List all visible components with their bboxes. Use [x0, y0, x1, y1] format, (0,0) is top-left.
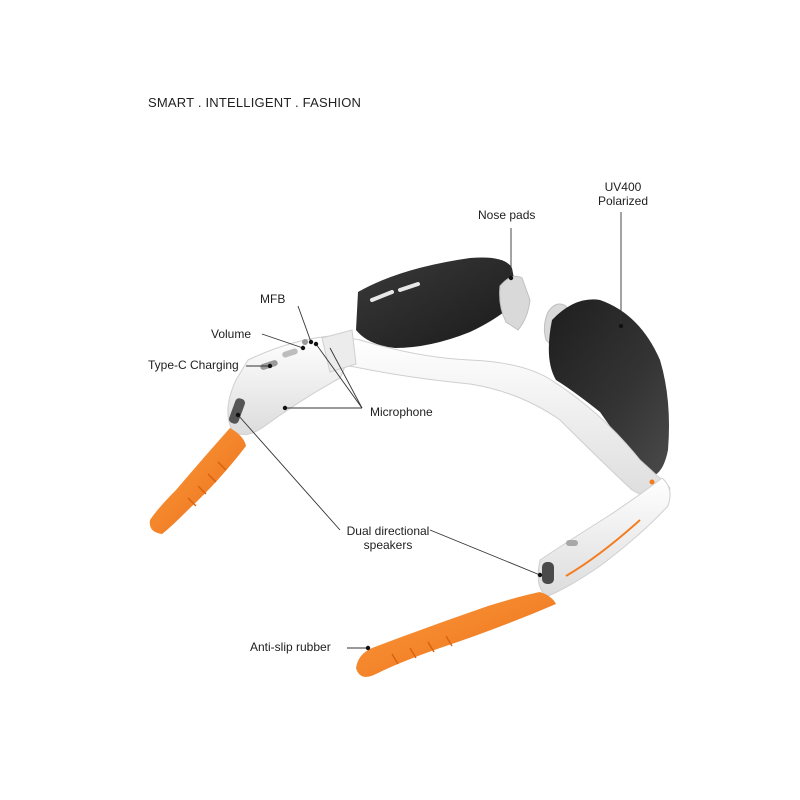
uv400-label: UV400 Polarized [592, 180, 654, 208]
typec-label: Type-C Charging [148, 358, 239, 372]
right-speaker-grille [542, 562, 554, 584]
rubber-texture [187, 461, 227, 507]
microphone-label: Microphone [370, 405, 433, 419]
microphone-leader-2 [315, 343, 363, 409]
right-rubber-tip [356, 592, 556, 677]
right-lens [548, 299, 669, 475]
uv400-label-line2: Polarized [597, 194, 649, 208]
microphone-leader-3 [329, 347, 363, 409]
mfb-button [302, 339, 308, 345]
nose-pads-label: Nose pads [478, 208, 536, 222]
rubber-texture [391, 635, 453, 665]
tagline: SMART . INTELLIGENT . FASHION [148, 95, 362, 110]
volume-leader [261, 333, 304, 349]
speakers-leader-right [429, 529, 541, 576]
temple-hinge [321, 329, 357, 373]
speakers-label: Dual directional speakers [336, 524, 440, 552]
left-temple [227, 335, 348, 435]
volume-button [282, 348, 298, 358]
uv400-label-line1: UV400 [604, 180, 642, 194]
callout-lines [237, 212, 622, 649]
right-temple [537, 477, 671, 597]
lens-vent [398, 282, 420, 292]
callout-dots [235, 275, 624, 651]
orange-accent-stripe [565, 519, 641, 577]
nose-pad [499, 275, 531, 331]
left-speaker-grille [228, 398, 246, 424]
left-rubber-tip [149, 428, 246, 534]
antislip-label: Anti-slip rubber [250, 640, 331, 654]
mfb-leader [297, 305, 312, 343]
volume-label: Volume [211, 327, 252, 341]
speakers-label-line1: Dual directional [346, 524, 430, 538]
hinge-screw [649, 479, 655, 485]
right-indicator [566, 540, 578, 546]
speakers-leader-left [237, 414, 341, 531]
speakers-label-line2: speakers [363, 538, 413, 552]
left-lens [356, 257, 518, 348]
lens-vent [370, 290, 394, 302]
mfb-label: MFB [260, 292, 286, 306]
